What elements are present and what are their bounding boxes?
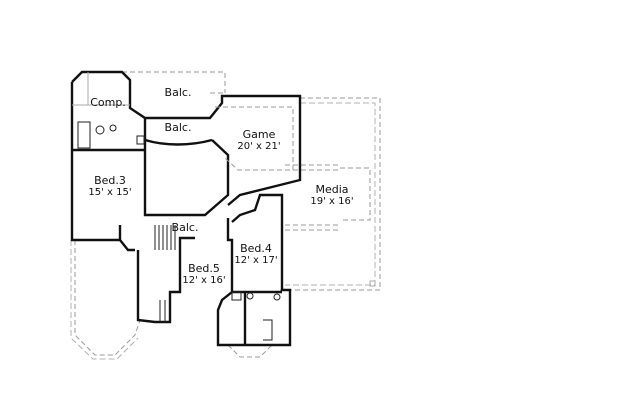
room-balcony-top: Balc. (164, 86, 192, 99)
room-balcony-middle: Balc. (164, 121, 192, 134)
room-name: Media (315, 183, 349, 196)
room-name: Bed.4 (240, 242, 272, 255)
room-name: Game (242, 128, 276, 141)
room-media: Media 19' x 16' (310, 183, 354, 208)
room-dimensions: 19' x 16' (310, 196, 354, 208)
room-game: Game 20' x 21' (237, 128, 281, 153)
room-dimensions: 20' x 21' (237, 141, 281, 153)
room-dimensions: 12' x 16' (182, 275, 226, 287)
room-name: Balc. (171, 221, 199, 234)
room-bed5: Bed.5 12' x 16' (182, 262, 226, 287)
room-bed3: Bed.3 15' x 15' (88, 174, 132, 199)
room-bed4: Bed.4 12' x 17' (234, 242, 278, 267)
room-name: Comp. (90, 96, 126, 109)
room-name: Balc. (164, 121, 192, 134)
room-comp: Comp. (90, 96, 126, 109)
room-name: Balc. (164, 86, 192, 99)
room-name: Bed.3 (94, 174, 126, 187)
room-balcony-lower: Balc. (171, 221, 199, 234)
room-dimensions: 12' x 17' (234, 255, 278, 267)
room-dimensions: 15' x 15' (88, 187, 132, 199)
room-name: Bed.5 (188, 262, 220, 275)
